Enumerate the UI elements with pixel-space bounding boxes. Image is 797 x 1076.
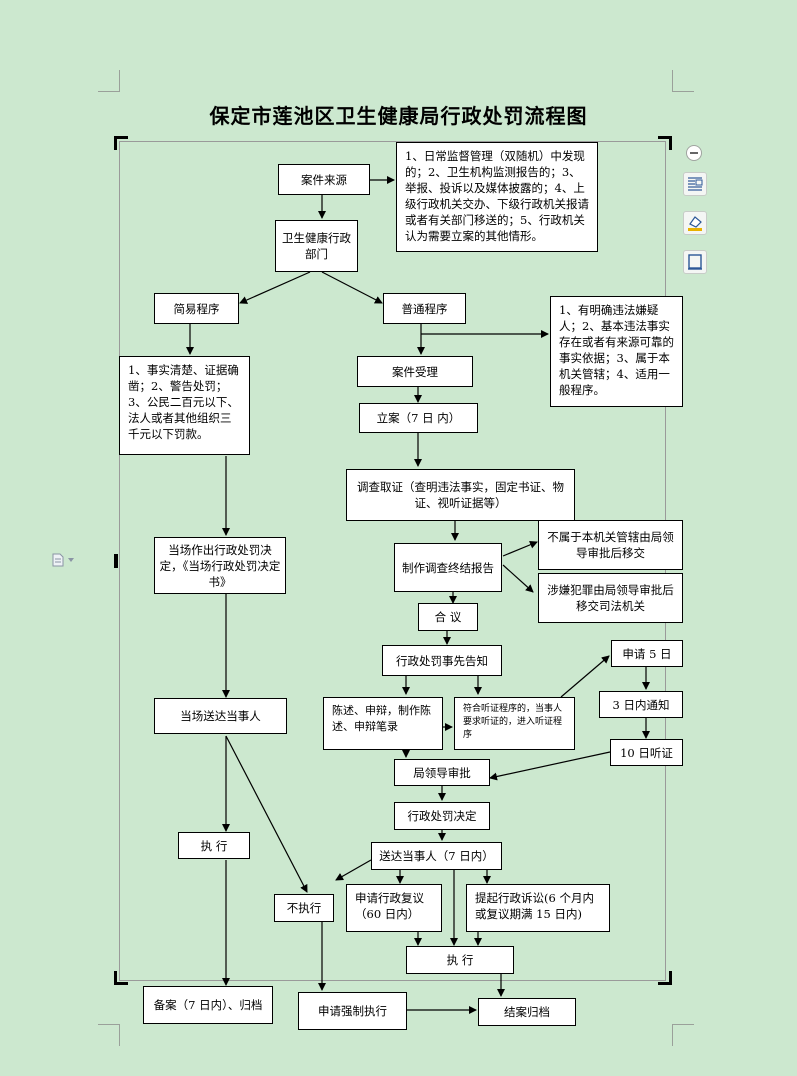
simple-conditions-box: 1、事实清楚、证据确凿；2、警告处罚；3、公民二百元以下、法人或者其他组织三千元… (119, 356, 250, 455)
filing-box: 立案（7 日 内） (359, 403, 478, 433)
not-execute-box: 不执行 (274, 894, 334, 922)
crop-mark-top-right (672, 70, 694, 92)
case-source-box: 案件来源 (278, 164, 370, 195)
document-marker[interactable] (52, 552, 78, 568)
prior-notice-box: 行政处罚事先告知 (382, 645, 502, 676)
apply-5days-box: 申请 5 日 (611, 640, 683, 667)
simple-procedure-box: 简易程序 (154, 293, 239, 324)
shape-fill-icon (688, 216, 702, 231)
frame-corner-top-right[interactable] (658, 136, 672, 150)
notify-3days-box: 3 日内通知 (599, 691, 683, 718)
discussion-box: 合 议 (418, 603, 478, 631)
frame-button[interactable] (683, 250, 707, 274)
onsite-decision-box: 当场作出行政处罚决定，《当场行政处罚决定书》 (154, 537, 286, 594)
hearing-10days-box: 10 日听证 (610, 739, 683, 766)
text-layout-button[interactable] (683, 172, 707, 196)
minus-circle-icon (690, 152, 698, 154)
frame-corner-bottom-left[interactable] (114, 971, 128, 985)
forced-execution-box: 申请强制执行 (298, 992, 407, 1030)
case-closed-box: 结案归档 (478, 998, 576, 1026)
admin-review-box: 申请行政复议（60 日内） (346, 884, 442, 932)
admin-lawsuit-box: 提起行政诉讼(6 个月内或复议期满 15 日内) (466, 884, 610, 932)
collapse-toolbar-button[interactable] (686, 145, 702, 161)
leader-approval-box: 局领导审批 (394, 759, 490, 786)
ordinary-conditions-box: 1、有明确违法嫌疑人；2、基本违法事实存在或者有来源可靠的事实依据；3、属于本机… (550, 296, 683, 407)
case-accept-box: 案件受理 (357, 356, 473, 387)
statement-defense-box: 陈述、申辩，制作陈述、申辩笔录 (323, 697, 443, 750)
penalty-decision-box: 行政处罚决定 (394, 802, 490, 830)
crop-mark-bottom-right (672, 1024, 694, 1046)
serve-party-box: 送达当事人（7 日内） (371, 842, 502, 870)
shape-fill-button[interactable] (683, 211, 707, 235)
health-dept-box: 卫生健康行政部门 (275, 220, 358, 272)
source-list-box: 1、日常监督管理（双随机）中发现的；2、卫生机构监测报告的；3、举报、投诉以及媒… (396, 142, 598, 252)
frame-corner-top-left[interactable] (114, 136, 128, 150)
suspected-crime-box: 涉嫌犯罪由局领导审批后移交司法机关 (538, 573, 683, 623)
onsite-serve-box: 当场送达当事人 (154, 698, 287, 734)
not-jurisdiction-box: 不属于本机关管辖由局领导审批后移交 (538, 520, 683, 570)
frame-corner-bottom-right[interactable] (658, 971, 672, 985)
hearing-condition-box: 符合听证程序的，当事人要求听证的，进入听证程序 (454, 697, 575, 750)
execute-left-box: 执 行 (178, 832, 250, 859)
execute-bottom-box: 执 行 (406, 946, 514, 974)
dropdown-arrow-icon (68, 558, 74, 562)
page-title: 保定市莲池区卫生健康局行政处罚流程图 (209, 104, 588, 128)
filing-record-box: 备案（7 日内）、归档 (143, 986, 273, 1024)
crop-mark-top-left (98, 70, 120, 92)
ordinary-procedure-box: 普通程序 (383, 293, 466, 324)
frame-icon (688, 254, 702, 270)
final-report-box: 制作调查终结报告 (394, 543, 502, 592)
investigation-box: 调查取证（查明违法事实，固定书证、物证、视听证据等） (346, 469, 575, 521)
frame-handle-left[interactable] (114, 554, 118, 568)
text-layout-icon (688, 177, 703, 191)
document-icon (52, 553, 64, 567)
crop-mark-bottom-left (98, 1024, 120, 1046)
